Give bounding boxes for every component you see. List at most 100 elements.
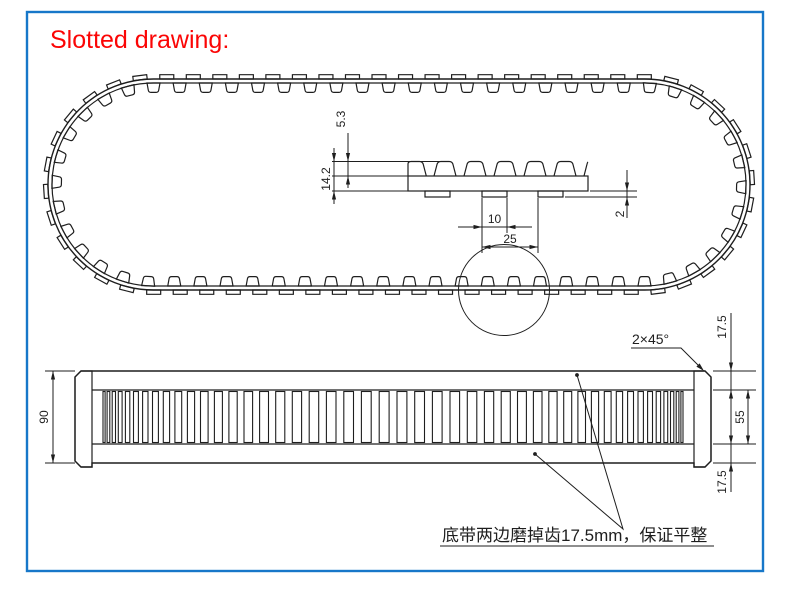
side-right-dimension-lines xyxy=(713,313,756,492)
side-slot xyxy=(151,390,159,444)
belt-tooth xyxy=(433,82,449,93)
belt-tooth xyxy=(616,82,631,93)
belt-side-view: 90 17.5 55 17.5 2×45° xyxy=(37,313,756,494)
belt-tooth xyxy=(732,154,746,169)
dim-edge-bottom: 17.5 xyxy=(715,470,729,494)
belt-tooth xyxy=(611,276,626,287)
belt-tooth xyxy=(323,276,339,287)
side-slot xyxy=(325,390,337,444)
side-slot xyxy=(360,390,372,444)
chamfer-leader xyxy=(631,347,703,370)
belt-back-pad xyxy=(700,264,716,279)
dim-pad-width: 10 xyxy=(488,212,502,226)
side-cap-left xyxy=(74,370,93,468)
side-slot xyxy=(627,390,635,444)
detail-dimension-arrows xyxy=(331,153,630,250)
belt-back-pad xyxy=(252,289,268,295)
side-slot xyxy=(396,390,408,444)
side-slot xyxy=(516,390,527,444)
belt-back-pad xyxy=(530,74,546,80)
note-leader-lines xyxy=(534,374,624,531)
side-slot xyxy=(663,390,669,444)
belt-back-pad xyxy=(650,287,666,295)
belt-tooth xyxy=(723,130,739,146)
belt-tooth xyxy=(219,276,234,287)
belt-back-pad xyxy=(597,289,613,295)
side-slot xyxy=(615,390,624,444)
belt-back-pad xyxy=(42,183,50,200)
side-slot xyxy=(637,390,644,444)
belt-tooth xyxy=(167,276,182,287)
belt-back-pad xyxy=(610,74,626,80)
belt-tooth xyxy=(709,109,725,126)
chamfer-label: 2×45° xyxy=(632,331,669,347)
belt-back-pad xyxy=(720,245,735,261)
belt-back-pad xyxy=(318,74,334,80)
belt-tooth xyxy=(303,82,318,93)
side-slot xyxy=(142,390,149,444)
side-slot xyxy=(162,390,171,444)
dim-pad-height: 2 xyxy=(613,210,627,217)
belt-back-pad xyxy=(238,74,254,80)
belt-back-pad xyxy=(688,84,705,97)
detail-back-pads xyxy=(424,190,564,198)
belt-back-pad xyxy=(741,143,752,160)
belt-tooth xyxy=(51,174,63,190)
belt-back-pad xyxy=(278,289,294,295)
belt-back-pad xyxy=(72,255,88,271)
side-slot xyxy=(199,390,209,444)
belt-tooth xyxy=(53,148,67,164)
side-slot xyxy=(102,390,106,444)
belt-tooth xyxy=(355,82,370,93)
belt-back-pad xyxy=(411,289,427,295)
grinding-note: 底带两边磨掉齿17.5mm，保证平整 xyxy=(440,373,714,547)
side-slot xyxy=(186,390,196,444)
belt-back-pad xyxy=(490,289,507,295)
belt-tooth xyxy=(59,223,75,239)
belt-back-pad xyxy=(477,74,493,80)
belt-back-pad xyxy=(384,289,401,295)
side-slot xyxy=(243,390,254,444)
belt-tooth xyxy=(721,227,736,244)
belt-back-pad xyxy=(291,74,308,80)
note-leader-dot-bottom xyxy=(533,452,537,456)
side-slot xyxy=(431,390,443,444)
belt-back-pad xyxy=(212,74,228,80)
belt-back-pad xyxy=(305,289,321,295)
detail-circle xyxy=(458,244,550,336)
side-cap-right xyxy=(693,370,712,468)
note-text: 底带两边磨掉齿17.5mm，保证平整 xyxy=(442,526,707,545)
belt-tooth xyxy=(193,276,208,287)
side-right-dimension-arrows xyxy=(728,362,751,472)
belt-tooth xyxy=(297,276,313,287)
belt-back-pad xyxy=(424,74,440,80)
side-slot xyxy=(213,390,223,444)
belt-back-pad xyxy=(199,289,215,295)
belt-back-pad xyxy=(159,74,175,80)
belt-back-pad xyxy=(663,75,680,85)
belt-back-pad xyxy=(56,234,70,251)
belt-tooth xyxy=(662,272,678,286)
side-slot xyxy=(259,390,270,444)
belt-back-pad xyxy=(636,74,652,80)
belt-back-pad xyxy=(371,74,387,80)
belt-loop-top-view xyxy=(42,74,756,295)
belt-tooth xyxy=(731,205,745,221)
belt-back-pad xyxy=(82,90,98,105)
belt-tooth xyxy=(667,85,683,99)
belt-tooth xyxy=(73,243,89,260)
belt-tooth xyxy=(381,82,396,93)
belt-tooth xyxy=(376,276,391,287)
side-slot xyxy=(466,390,478,444)
belt-tooth xyxy=(349,276,365,287)
side-slot xyxy=(343,390,355,444)
belt-tooth xyxy=(62,125,77,142)
side-slot xyxy=(680,390,684,444)
belt-back-pad xyxy=(105,79,122,90)
belt-back-pad xyxy=(265,74,281,80)
belt-tooth xyxy=(428,276,443,287)
belt-tooth xyxy=(92,259,109,275)
belt-tooth xyxy=(590,82,605,93)
